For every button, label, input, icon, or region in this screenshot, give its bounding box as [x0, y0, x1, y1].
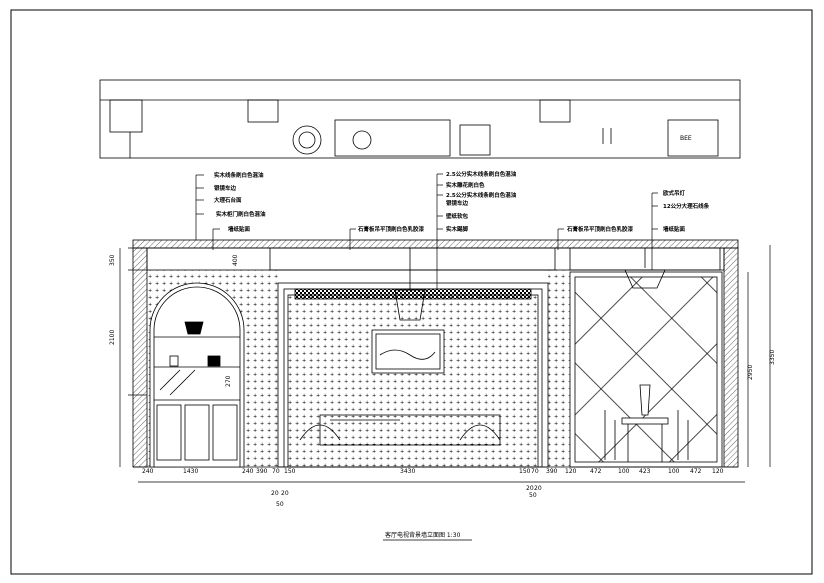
dim-label: 120	[565, 468, 577, 475]
annotation: 银镜车边	[446, 199, 469, 207]
plan-view	[99, 79, 741, 159]
dim-label: 240	[242, 468, 254, 475]
dim-label: 20	[526, 485, 534, 492]
annotation: 12公分大理石线条	[663, 202, 710, 210]
drawing-title: 客厅电视背景墙立面图 1:30	[385, 531, 461, 539]
leader-lines	[195, 173, 658, 290]
wallpaper-right	[548, 270, 570, 467]
dim-label: 3430	[400, 468, 415, 475]
dim-label: 100	[668, 468, 680, 475]
annotation: 银镜车边	[214, 184, 237, 192]
dim-label: 2950	[747, 365, 754, 380]
dim-label: 1430	[183, 468, 198, 475]
annotation: 实木雕花刷白色	[446, 181, 485, 189]
dim-label: 150	[284, 468, 296, 475]
dim-label: 472	[690, 468, 702, 475]
sheet-border	[10, 9, 813, 575]
dim-label: 70	[531, 468, 539, 475]
annotation: 实木柜门刷白色混油	[216, 210, 266, 218]
dim-label: 20	[281, 490, 289, 497]
right-panel	[569, 248, 723, 468]
annotation: 实木踢脚	[446, 225, 469, 233]
dim-label: 400	[232, 254, 239, 266]
dim-label: 472	[590, 468, 602, 475]
dim-label: 70	[272, 468, 280, 475]
annotation: 大理石台面	[214, 196, 242, 204]
dim-label: 423	[639, 468, 651, 475]
dim-label: 120	[712, 468, 724, 475]
dim-label: 20	[271, 490, 279, 497]
center-panel	[277, 248, 549, 468]
annotation: 2.5公分实木线条刷白色混油	[446, 170, 517, 178]
arch-cabinet	[149, 282, 245, 468]
annotation: 石膏板吊平顶刷白色乳胶漆	[566, 225, 634, 233]
dim-label: 270	[225, 375, 232, 387]
annotation: 2.5公分实木线条刷白色混油	[446, 191, 517, 199]
annotation: 墙纸贴面	[663, 225, 686, 233]
dimension-lines	[119, 245, 771, 483]
annotation: 壁纸软包	[446, 212, 469, 220]
dim-label: 240	[142, 468, 154, 475]
annotation: 墙纸贴面	[228, 225, 251, 233]
annotation: 欧式吊灯	[663, 189, 686, 197]
dim-label: 150	[519, 468, 531, 475]
dim-label: 20	[534, 485, 542, 492]
dim-label: 50	[529, 492, 537, 499]
dim-label: 2100	[109, 330, 116, 345]
dim-label: 390	[256, 468, 268, 475]
dim-label: 3350	[769, 350, 776, 365]
annotation: 石膏板吊平顶刷白色乳胶漆	[357, 225, 425, 233]
dim-label: 350	[109, 254, 116, 266]
plan-label: BEE	[680, 135, 692, 142]
dim-label: 50	[276, 501, 284, 508]
dim-label: 100	[618, 468, 630, 475]
dim-label: 390	[546, 468, 558, 475]
annotation: 实木线条刷白色混油	[214, 171, 264, 179]
